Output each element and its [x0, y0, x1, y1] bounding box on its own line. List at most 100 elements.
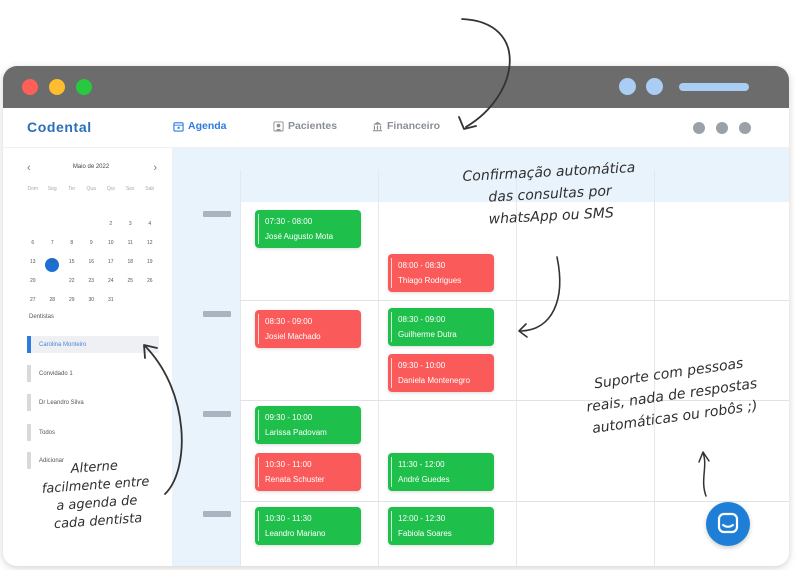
- calendar-day[interactable]: 20: [29, 278, 36, 284]
- dentist-item-todos[interactable]: Todos: [27, 424, 159, 441]
- calendar-day[interactable]: 18: [127, 259, 134, 265]
- calendar-day[interactable]: 3: [128, 221, 132, 227]
- header-menu-dot[interactable]: [739, 122, 751, 134]
- calendar-day[interactable]: 11: [127, 240, 133, 246]
- header-menu-dot[interactable]: [693, 122, 705, 134]
- row-divider: [240, 300, 789, 301]
- calendar-day[interactable]: 17: [107, 259, 114, 265]
- row-divider: [240, 501, 789, 502]
- appointment-patient: Fabiola Soares: [398, 529, 452, 538]
- schedule-header: [173, 148, 789, 202]
- appointment-patient: André Guedes: [398, 475, 450, 484]
- calendar-day[interactable]: 8: [70, 240, 74, 246]
- appointment-time: 08:30 - 09:00: [398, 315, 446, 324]
- weekday: Sex: [125, 186, 135, 192]
- nav-financeiro[interactable]: Financeiro: [372, 120, 440, 132]
- appointment-time: 07:30 - 08:00: [265, 217, 313, 226]
- logo[interactable]: Codental: [27, 119, 92, 135]
- calendar-day[interactable]: 14: [49, 259, 56, 265]
- calendar-day: [23, 221, 43, 227]
- dentists-title: Dentistas: [29, 314, 55, 320]
- nav-pacientes-label: Pacientes: [288, 120, 338, 132]
- calendar-day[interactable]: 29: [68, 297, 75, 303]
- time-slot-label-placeholder: [203, 311, 231, 317]
- app-window: Codental Agenda Pacientes Financeiro ‹ M…: [3, 66, 789, 566]
- calendar-day[interactable]: 15: [68, 259, 75, 265]
- calendar-day[interactable]: 19: [146, 259, 153, 265]
- calendar-week-row: 13 14 15 16 17 18 19: [23, 259, 160, 265]
- calendar-day: [82, 221, 102, 227]
- nav-pacientes[interactable]: Pacientes: [273, 120, 337, 132]
- calendar-day[interactable]: 6: [31, 240, 35, 246]
- appointment-patient: Daniela Montenegro: [398, 376, 471, 385]
- calendar-day: [62, 221, 82, 227]
- weekday: Qua: [86, 186, 96, 192]
- browser-titlebar: [3, 66, 789, 108]
- appointment-patient: Renata Schuster: [265, 475, 325, 484]
- selected-day-highlight: [45, 258, 59, 272]
- time-slot-label-placeholder: [203, 211, 231, 217]
- calendar-day[interactable]: 31: [107, 297, 114, 303]
- month-label: Maio de 2022: [72, 164, 110, 170]
- calendar-day[interactable]: 22: [68, 278, 75, 284]
- prev-month-chevron-icon[interactable]: ‹: [27, 162, 31, 174]
- next-month-chevron-icon[interactable]: ›: [153, 162, 157, 174]
- minimize-window-button[interactable]: [49, 79, 65, 95]
- calendar-week-row: 6 7 8 9 10 11 12: [23, 240, 160, 246]
- calendar-icon: [173, 121, 184, 132]
- dentist-item-adicionar[interactable]: Adicionar: [27, 452, 159, 469]
- titlebar-placeholder-circle: [646, 78, 663, 95]
- appointment-time: 10:30 - 11:00: [265, 460, 312, 469]
- calendar-day[interactable]: 12: [146, 240, 153, 246]
- chat-bubble-icon: [717, 512, 739, 534]
- calendar-day[interactable]: 13: [29, 259, 36, 265]
- calendar-day[interactable]: 27: [29, 297, 36, 303]
- calendar-day[interactable]: 10: [107, 240, 114, 246]
- calendar-day[interactable]: 21: [49, 278, 56, 284]
- calendar-day[interactable]: 4: [148, 221, 152, 227]
- nav-agenda[interactable]: Agenda: [173, 120, 227, 132]
- dentist-item-convidado-1[interactable]: Convidado 1: [27, 365, 159, 382]
- appointment-patient: Larissa Padovam: [265, 428, 327, 437]
- calendar-day[interactable]: 16: [88, 259, 95, 265]
- maximize-window-button[interactable]: [76, 79, 92, 95]
- calendar-day[interactable]: 26: [146, 278, 153, 284]
- row-divider: [240, 400, 789, 401]
- calendar-week-row: 2 3 4: [23, 221, 160, 227]
- calendar-day[interactable]: 2: [109, 221, 113, 227]
- appointment-patient: Leandro Mariano: [265, 529, 326, 538]
- calendar-day[interactable]: 23: [88, 278, 95, 284]
- column-divider: [240, 170, 241, 566]
- bank-icon: [372, 121, 383, 131]
- nav-agenda-label: Agenda: [188, 120, 227, 132]
- calendar-day[interactable]: 28: [49, 297, 56, 303]
- titlebar-placeholder-circle: [619, 78, 636, 95]
- header-menu-dot[interactable]: [716, 122, 728, 134]
- calendar-day[interactable]: 24: [107, 278, 114, 284]
- confirmation-annotation: Confirmação automática das consultas por…: [462, 157, 638, 232]
- dentist-item-dr-leandro-silva[interactable]: Dr Leandro Silva: [27, 394, 159, 411]
- close-window-button[interactable]: [22, 79, 38, 95]
- calendar-day[interactable]: 25: [127, 278, 134, 284]
- appointment-time: 09:30 - 10:00: [398, 361, 446, 370]
- calendar-day[interactable]: 7: [50, 240, 54, 246]
- calendar-day[interactable]: 9: [89, 240, 93, 246]
- time-slot-label-placeholder: [203, 411, 231, 417]
- time-column: [173, 202, 240, 566]
- weekday: Ter: [68, 186, 76, 192]
- chat-support-button[interactable]: [706, 502, 750, 546]
- calendar-day[interactable]: 30: [88, 297, 95, 303]
- dentist-item-carolina-monteiro[interactable]: Carolina Monteiro: [27, 336, 159, 353]
- appointment-time: 12:00 - 12:30: [398, 514, 446, 523]
